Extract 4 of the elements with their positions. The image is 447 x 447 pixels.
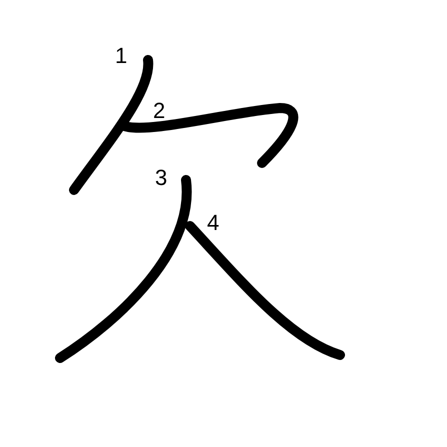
stroke-number: 4 — [207, 212, 220, 234]
stroke-number: 2 — [153, 100, 166, 122]
stroke-number: 3 — [155, 167, 168, 189]
stroke-number: 1 — [115, 45, 128, 67]
